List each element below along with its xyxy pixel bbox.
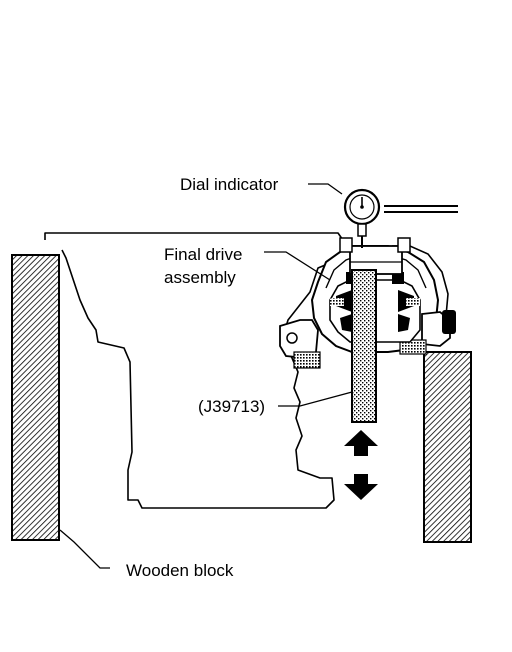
label-final-drive-line2: assembly bbox=[164, 268, 236, 287]
transaxle-case-outline bbox=[44, 232, 346, 509]
label-final-drive-line1: Final drive bbox=[164, 245, 242, 264]
label-dial-indicator: Dial indicator bbox=[180, 175, 279, 194]
label-tool: (J39713) bbox=[198, 397, 265, 416]
up-arrow bbox=[344, 430, 378, 456]
wooden-block-right bbox=[423, 351, 472, 543]
tool-shaft bbox=[351, 269, 377, 423]
dial-indicator bbox=[343, 188, 458, 248]
leader-lines bbox=[59, 183, 353, 569]
label-wooden-block: Wooden block bbox=[126, 561, 234, 580]
wooden-block-left bbox=[11, 254, 60, 541]
down-arrow bbox=[344, 474, 378, 500]
